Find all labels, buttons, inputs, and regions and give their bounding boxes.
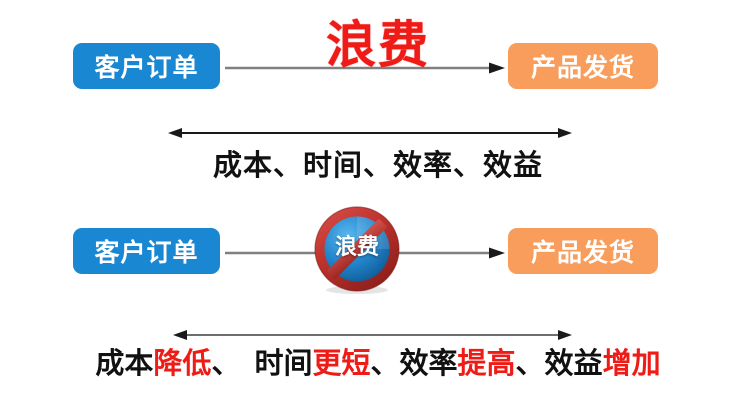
product-shipment-box-top[interactable]: 产品发货 xyxy=(508,43,658,89)
measure-caption-bottom: 成本降低、时间更短、效率提高、效益增加 xyxy=(0,340,756,382)
measure-arrow-bottom xyxy=(173,329,572,341)
caption-part: 、 xyxy=(370,348,400,380)
caption-part: 效益 xyxy=(544,348,603,380)
customer-order-label-top: 客户订单 xyxy=(94,54,199,82)
caption-part-highlight: 增加 xyxy=(602,348,661,380)
product-shipment-label-top: 产品发货 xyxy=(530,54,635,82)
waste-word-overlay: 浪费 xyxy=(326,17,430,73)
caption-part: 、 xyxy=(211,348,241,380)
caption-part: 效率 xyxy=(399,348,458,380)
product-shipment-label-bottom: 产品发货 xyxy=(530,239,635,267)
customer-order-label-bottom: 客户订单 xyxy=(94,239,199,267)
caption-part-highlight: 更短 xyxy=(312,348,371,380)
caption-part-highlight: 提高 xyxy=(457,348,516,380)
caption-part: 时间 xyxy=(254,348,313,380)
customer-order-box-bottom[interactable]: 客户订单 xyxy=(73,228,220,274)
no-waste-prohibition-icon xyxy=(312,206,402,296)
caption-part: 、 xyxy=(515,348,545,380)
measure-arrow-top xyxy=(168,127,572,139)
caption-part: 成本 xyxy=(95,348,154,380)
product-shipment-box-bottom[interactable]: 产品发货 xyxy=(508,228,658,274)
measure-caption-top: 成本、时间、效率、效益 xyxy=(212,150,543,182)
customer-order-box-top[interactable]: 客户订单 xyxy=(73,43,220,89)
caption-part-highlight: 降低 xyxy=(153,348,212,380)
flow-arrow-top xyxy=(225,61,505,75)
